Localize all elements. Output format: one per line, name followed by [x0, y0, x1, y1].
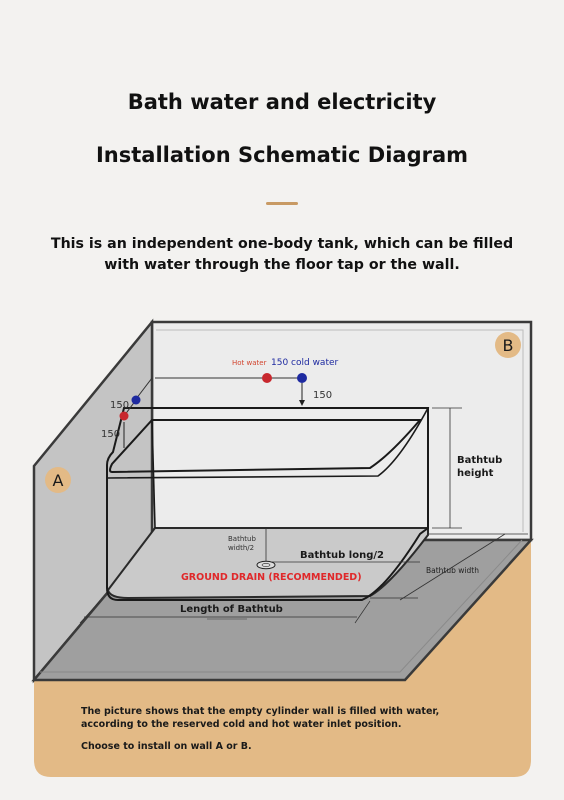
- footer-choose: Choose to install on wall A or B.: [81, 741, 252, 752]
- intro-text: This is an independent one-body tank, wh…: [50, 236, 514, 273]
- floor-base: [34, 540, 531, 777]
- title-line-1: Bath water and electricity: [127, 90, 437, 114]
- bathtub-width-half-1: Bathtub: [228, 535, 256, 543]
- hot-water-inlet-a: [119, 411, 129, 421]
- wall-b-badge: [495, 332, 521, 358]
- dim-150-left-bottom: 150: [101, 429, 120, 440]
- cold-water-inlet-b: [297, 373, 307, 383]
- bathtub-height-label-1: Bathtub: [457, 455, 502, 466]
- hot-water-label: Hot water: [232, 359, 267, 367]
- bathtub-rim: [109, 419, 423, 474]
- ground-drain-label: GROUND DRAIN (RECOMMENDED): [181, 572, 362, 583]
- wall-a-badge: [45, 467, 71, 493]
- hot-water-inlet-b: [262, 373, 272, 383]
- cold-water-label: 150 cold water: [271, 358, 339, 368]
- footer-note-2: according to the reserved cold and hot w…: [81, 719, 402, 730]
- dim-150-left-top: 150: [110, 400, 129, 411]
- bathtub-body: [106, 407, 429, 601]
- title-divider: [266, 202, 298, 205]
- dim-150-right: 150: [313, 390, 332, 401]
- bathtub-long-half: Bathtub long/2: [300, 550, 384, 561]
- bathtub-width-half-2: width/2: [228, 544, 254, 552]
- bathtub-width-label: Bathtub width: [426, 566, 479, 575]
- title-line-2: Installation Schematic Diagram: [95, 143, 469, 167]
- footer-note-1: The picture shows that the empty cylinde…: [81, 706, 439, 717]
- wall-a-label: A: [53, 471, 64, 490]
- ground-drain: [256, 560, 276, 570]
- bathtub-length-label: Length of Bathtub: [180, 604, 283, 615]
- cold-water-inlet-a: [131, 395, 141, 405]
- bathtub-height-label-2: height: [457, 468, 494, 479]
- wall-b-label: B: [503, 336, 514, 355]
- wall-b: [150, 320, 533, 542]
